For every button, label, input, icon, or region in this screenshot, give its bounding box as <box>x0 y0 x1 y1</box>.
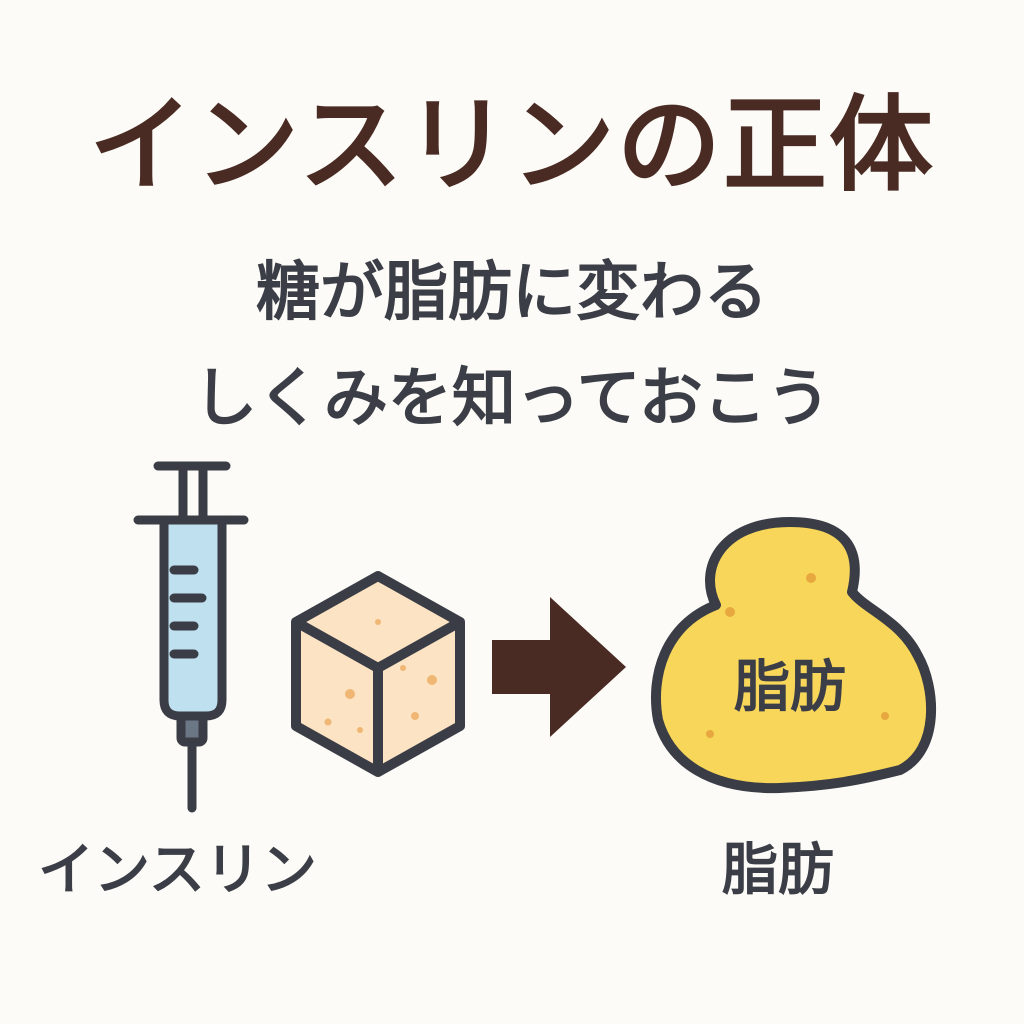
sugar-cube-icon <box>291 571 465 777</box>
insulin-label: インスリン <box>38 838 317 903</box>
arrow-right-icon <box>492 597 626 737</box>
subtitle-line-1: 糖が脂肪に変わる <box>256 256 768 330</box>
subtitle-line-2: しくみを知っておこう <box>193 362 831 436</box>
illustration: 脂肪 <box>133 461 937 813</box>
sugar-grains <box>324 619 437 733</box>
fat-blob-label: 脂肪 <box>734 655 846 720</box>
syringe-icon <box>133 461 249 813</box>
fat-label: 脂肪 <box>722 838 834 903</box>
fat-blob-icon <box>650 517 937 794</box>
page-title: インスリンの正体 <box>89 84 935 206</box>
